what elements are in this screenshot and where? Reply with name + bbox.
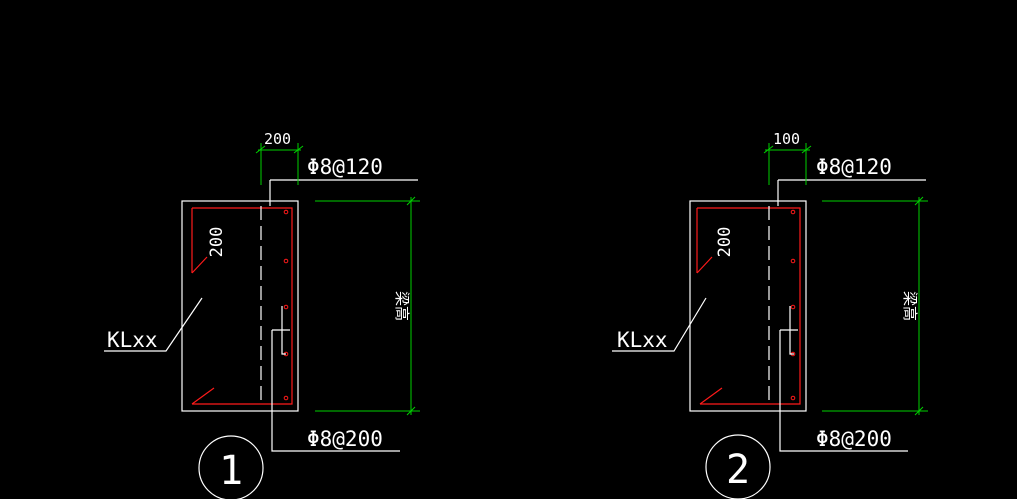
detail-number: 2 [726, 447, 750, 493]
top-bar-label: Φ8@120 [816, 155, 892, 179]
beam-label: KLxx [107, 328, 158, 352]
detail-number-circle [198, 435, 264, 499]
top-dimension [255, 143, 304, 185]
detail-number: 1 [219, 448, 243, 494]
hook-length-label: 200 [207, 227, 227, 258]
stirrup-rebar [191, 207, 293, 405]
top-dimension-label: 200 [264, 130, 291, 148]
top-dimension [763, 143, 812, 185]
rebar-dots [790, 209, 796, 401]
beam-section-outline [689, 200, 807, 412]
height-dimension [822, 196, 928, 416]
height-dimension-label: 梁高 [393, 291, 411, 321]
bottom-bar-label: Φ8@200 [816, 427, 892, 451]
top-dimension-label: 100 [773, 130, 800, 148]
beam-section-outline [181, 200, 299, 412]
height-dimension-label: 梁高 [901, 291, 919, 321]
hook-bar-details [269, 180, 400, 452]
bottom-bar-label: Φ8@200 [307, 427, 383, 451]
rebar-dots [283, 209, 289, 401]
detail-number-circle [705, 434, 771, 499]
beam-label: KLxx [617, 328, 668, 352]
hook-length-label: 200 [715, 227, 735, 258]
top-bar-label: Φ8@120 [307, 155, 383, 179]
height-dimension [315, 196, 420, 416]
hook-bar-details [777, 180, 908, 452]
beam-label-leader [612, 297, 707, 352]
detail-1: Φ8@120 Φ8@200 200 梁高 200 KLxx 1 [104, 130, 420, 499]
beam-label-leader [104, 297, 203, 352]
detail-2: Φ8@120 Φ8@200 100 梁高 200 KLxx 2 [612, 130, 928, 499]
stirrup-rebar [696, 207, 801, 405]
